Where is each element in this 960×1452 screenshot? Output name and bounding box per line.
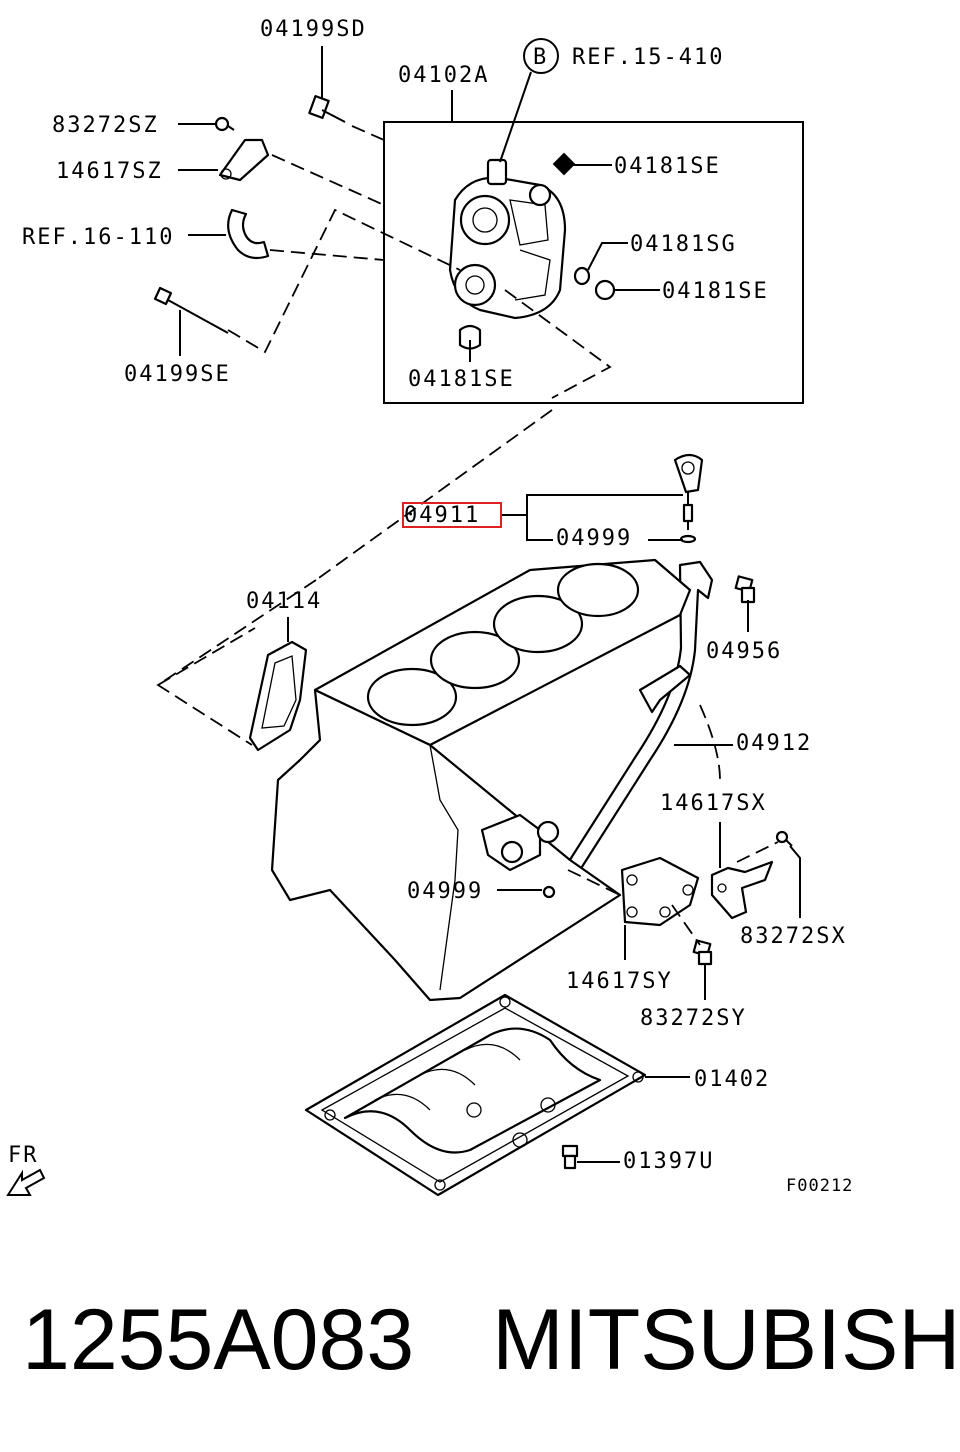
bracket-14617SZ xyxy=(218,138,270,182)
hose-ref-16-110 xyxy=(227,208,270,260)
label-04102A: 04102A xyxy=(398,63,489,88)
label-14617SX: 14617SX xyxy=(660,791,767,816)
bolt-04956 xyxy=(734,575,756,604)
label-83272SX: 83272SX xyxy=(740,924,847,949)
label-04181SE-top: 04181SE xyxy=(614,154,721,179)
label-04199SD: 04199SD xyxy=(260,17,367,42)
label-04956: 04956 xyxy=(706,639,782,664)
label-04912: 04912 xyxy=(736,731,812,756)
label-ref-b: B xyxy=(533,45,546,70)
caption: 1255A083 MITSUBISHI xyxy=(22,1290,960,1390)
figure-code: F00212 xyxy=(786,1176,853,1196)
gasket-04114 xyxy=(248,640,308,752)
bolt-04199SE xyxy=(153,286,229,334)
label-ref-15-410: REF.15-410 xyxy=(572,45,724,70)
bolt-83272SZ xyxy=(214,116,235,132)
bracket-14617SY xyxy=(620,856,700,927)
label-83272SY: 83272SY xyxy=(640,1006,747,1031)
engine-block xyxy=(270,558,692,1002)
highlight-04911 xyxy=(402,502,502,528)
label-04999-lower: 04999 xyxy=(407,879,483,904)
oil-pump-housing xyxy=(448,158,567,320)
label-01397U: 01397U xyxy=(623,1149,714,1174)
bolt-04199SD xyxy=(308,95,346,123)
bolt-83272SY xyxy=(692,939,713,966)
ref-b-circle xyxy=(523,38,559,74)
o-ring-04181SG xyxy=(573,266,591,286)
bolt-01397U xyxy=(561,1144,579,1170)
label-14617SZ: 14617SZ xyxy=(56,159,163,184)
label-01402: 01402 xyxy=(694,1067,770,1092)
label-04114: 04114 xyxy=(246,589,322,614)
label-04181SE-mid: 04181SE xyxy=(662,279,769,304)
label-04181SE-bottom: 04181SE xyxy=(408,367,515,392)
plug-04181SE-bottom xyxy=(458,324,482,350)
bolt-83272SX xyxy=(775,830,793,847)
o-ring-04999-top xyxy=(679,534,697,544)
label-04199SE: 04199SE xyxy=(124,362,231,387)
label-ref-16-110: REF.16-110 xyxy=(22,225,174,250)
group-box xyxy=(383,121,804,404)
label-14617SY: 14617SY xyxy=(566,969,673,994)
label-83272SZ: 83272SZ xyxy=(52,113,159,138)
caption-brand: MITSUBISHI xyxy=(492,1292,960,1388)
o-ring-04999-lower xyxy=(542,885,556,899)
label-04911: 04911 xyxy=(404,503,480,528)
caption-part-number: 1255A083 xyxy=(22,1292,415,1388)
guide-tube-04912 xyxy=(564,560,714,872)
baffle-plate-01402 xyxy=(304,993,647,1197)
plug-04181SE-top xyxy=(552,152,576,176)
bracket-14617SX xyxy=(710,860,774,920)
label-04999-top: 04999 xyxy=(556,526,632,551)
label-04181SG: 04181SG xyxy=(630,232,737,257)
parts-diagram: 04199SD 04102A B REF.15-410 83272SZ 1461… xyxy=(6,17,853,1197)
dipstick-04911 xyxy=(673,453,704,530)
plug-04181SE-mid xyxy=(594,279,616,301)
label-fr: FR xyxy=(8,1143,39,1168)
fr-arrow-icon xyxy=(6,1168,46,1196)
